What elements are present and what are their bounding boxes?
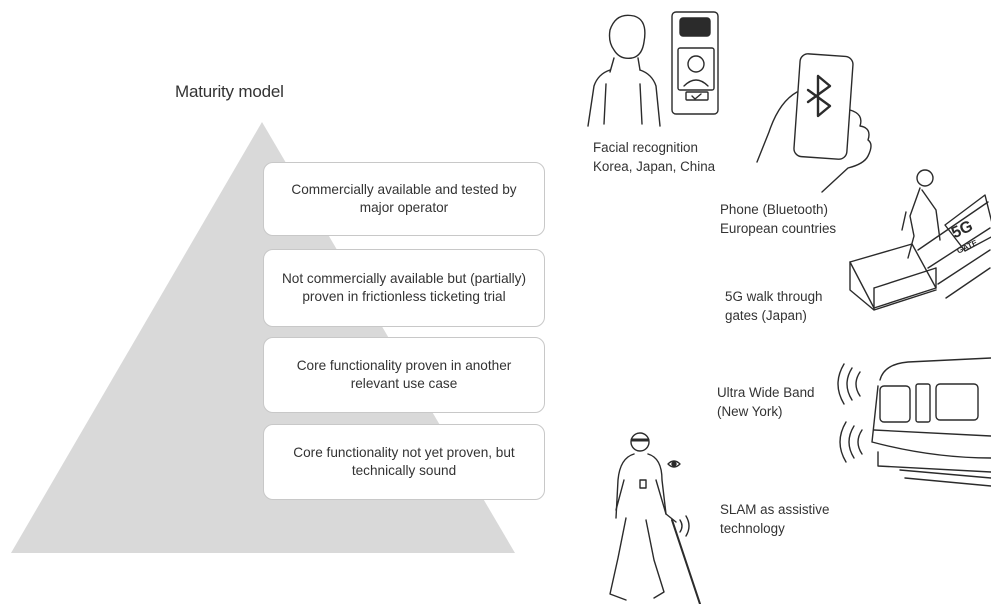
diagram-title: Maturity model [175, 82, 284, 101]
example-ultra-wide-band: Ultra Wide Band(New York) [717, 385, 815, 419]
gate-5g-text: 5G [949, 218, 976, 242]
uwb-train-illustration [837, 357, 991, 487]
slam-assistive-illustration [609, 432, 701, 604]
5g-gate-illustration: 5G GATE [849, 169, 991, 311]
maturity-level-3: Core functionality proven in another rel… [263, 337, 545, 413]
facial-recognition-illustration [587, 11, 719, 127]
maturity-level-1: Commercially available and tested by maj… [263, 162, 545, 236]
maturity-level-2: Not commercially available but (partiall… [263, 249, 545, 327]
example-phone-bluetooth: Phone (Bluetooth)European countries [720, 202, 837, 236]
maturity-level-4: Core functionality not yet proven, but t… [263, 424, 545, 500]
bluetooth-phone-illustration [756, 53, 872, 193]
